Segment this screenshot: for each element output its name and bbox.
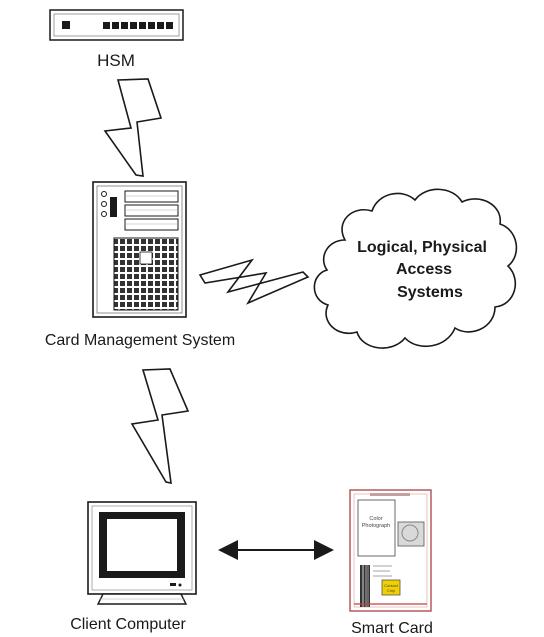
server-vent-grid [113,237,179,311]
card-chip-text-2: Chip [387,588,396,593]
cms-client-link [130,368,190,485]
access-systems-line-2: Access [396,261,452,278]
client-computer-label: Client Computer [70,616,186,633]
hsm-cms-link [103,78,163,177]
computer-monitor-icon [87,501,197,605]
client-computer-node: Client Computer [70,501,197,633]
smart-card-icon: Color Photograph Contact Chip [349,489,432,612]
hsm-device-icon [49,9,184,41]
access-systems-node: Logical, Physical Access Systems [313,188,518,349]
server-tower-icon [92,181,187,318]
hsm-indicator-lights [103,22,173,29]
access-systems-line-3: Systems [397,284,463,301]
smart-card-label: Smart Card [351,620,433,637]
card-contact-chip [381,579,401,596]
card-chip-text-1: Contact [384,583,399,588]
cloud-icon [313,188,518,349]
cms-access-link [198,258,310,305]
cms-label: Card Management System [45,332,235,349]
smart-card-node: Color Photograph Contact Chip Smart Card [349,489,433,637]
card-photo-text-2: Photograph [362,523,390,529]
access-systems-line-1: Logical, Physical [357,239,487,256]
hsm-node: HSM [49,9,184,70]
card-barcode [360,565,370,607]
card-photo-text-1: Color [369,516,382,522]
cms-node: Card Management System [45,181,235,349]
hsm-label: HSM [97,51,135,70]
